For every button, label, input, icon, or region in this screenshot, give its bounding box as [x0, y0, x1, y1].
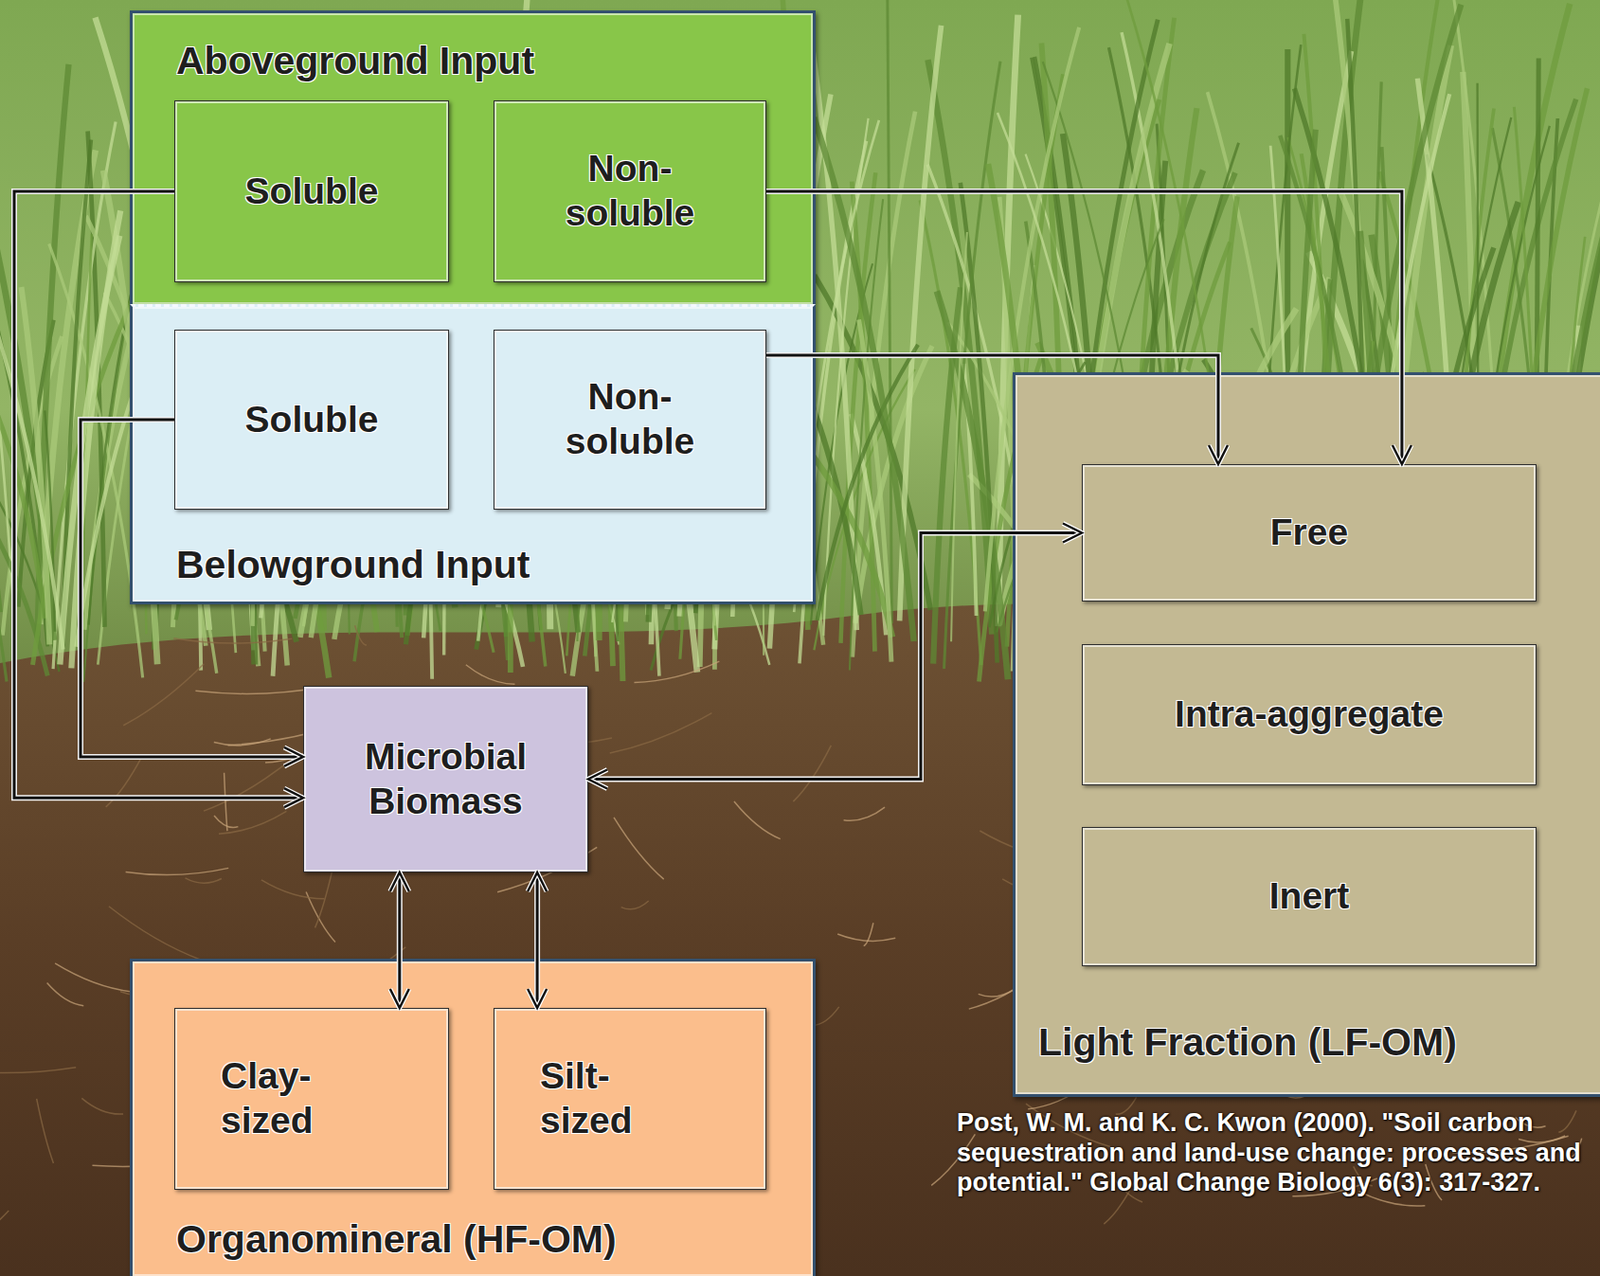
input-panel: Belowground Input Soluble Non-soluble	[129, 304, 816, 605]
fraction-panel: Organomineral (HF-OM) Clay-sized Silt-size…	[129, 958, 816, 1276]
root-strand	[734, 801, 781, 840]
box-label: Inert	[1269, 874, 1350, 919]
root-strand	[355, 625, 367, 646]
root-strand	[621, 900, 649, 910]
box-label: Silt-sized	[539, 1054, 692, 1144]
panel-heading: Light Fraction (LF-OM)	[1038, 1019, 1600, 1066]
grass-blade	[59, 235, 120, 666]
root-strand	[844, 807, 885, 821]
root-strand	[108, 906, 201, 960]
pool-box: Soluble	[174, 100, 450, 283]
root-strand	[125, 867, 230, 875]
panel-heading: Belowground Input	[176, 541, 813, 589]
grass-blade	[887, 0, 893, 624]
fraction-panel: Light Fraction (LF-OM) FreeIntra-aggregat…	[1012, 372, 1600, 1097]
pool-box: Silt-sized	[493, 1007, 767, 1190]
pool-box: Intra-aggregate	[1081, 644, 1537, 786]
grass-blade	[20, 287, 50, 645]
box-label: Free	[1270, 510, 1349, 556]
grass-blade	[817, 344, 918, 621]
microbial-box: Microbial Biomass	[303, 685, 589, 873]
root-strand	[81, 1097, 124, 1115]
soil-area	[0, 603, 1600, 1276]
grass-blade	[951, 232, 968, 642]
root-strand	[261, 880, 324, 899]
root-strand	[613, 817, 665, 880]
pool-box: Inert	[1081, 826, 1537, 967]
root-strand	[47, 983, 85, 1007]
grass-blade	[899, 25, 942, 622]
root-strand	[863, 922, 874, 946]
root-strand	[610, 713, 713, 754]
pool-box: Non-soluble	[493, 100, 767, 283]
box-label: Clay-sized	[220, 1054, 373, 1144]
input-panel: Aboveground InputSoluble Non-soluble	[129, 10, 816, 305]
root-strand	[224, 773, 228, 831]
root-strand	[123, 664, 204, 726]
pool-box: Non-soluble	[493, 329, 767, 510]
box-label: Soluble	[245, 169, 379, 215]
root-strand	[185, 878, 222, 883]
box-label: Microbial Biomass	[332, 735, 560, 825]
pool-box: Free	[1081, 464, 1537, 602]
grass-blade	[71, 210, 121, 668]
box-label: Non-soluble	[530, 375, 730, 465]
root-strand	[54, 963, 132, 992]
grass-area	[0, 0, 1600, 683]
root-strand	[106, 755, 144, 808]
grass-blade	[944, 61, 1001, 669]
root-strand	[173, 638, 292, 644]
root-strand	[218, 810, 287, 834]
grass-blade	[0, 179, 64, 649]
box-label: Soluble	[245, 397, 379, 443]
root-strand	[36, 1098, 54, 1164]
pool-box: Clay-sized	[174, 1007, 450, 1190]
root-strand	[1558, 1110, 1577, 1133]
root-strand	[203, 759, 291, 812]
root-strand	[811, 1006, 839, 1025]
root-strand	[0, 1067, 76, 1074]
root-strand	[466, 665, 516, 685]
root-strand	[0, 1210, 9, 1264]
root-strand	[633, 661, 720, 683]
citation-holder: Post, W. M. and K. C. Kwon (2000). "Soil…	[956, 1108, 1590, 1199]
panel-heading: Aboveground Input	[176, 37, 813, 85]
root-strand	[792, 745, 831, 802]
root-strand	[837, 934, 896, 941]
box-label: Non-soluble	[530, 146, 730, 236]
root-strand	[315, 867, 334, 928]
panel-heading: Organomineral (HF-OM)	[176, 1216, 813, 1263]
grass-blade	[813, 117, 914, 642]
box-label: Intra-aggregate	[1174, 692, 1444, 738]
citation-text: Post, W. M. and K. C. Kwon (2000). "Soil…	[956, 1108, 1590, 1199]
pool-box: Soluble	[174, 329, 450, 510]
